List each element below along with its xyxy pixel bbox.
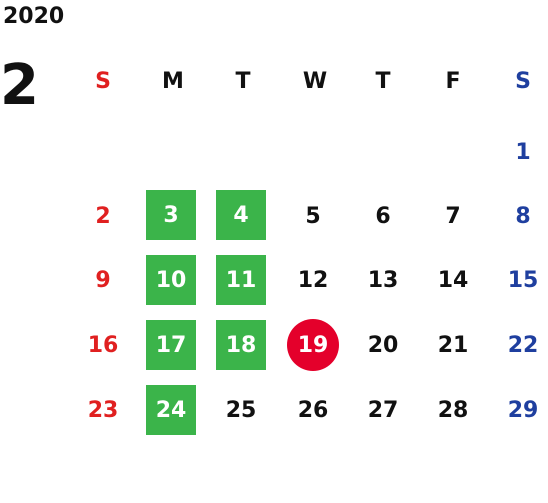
day-cell[interactable]: 5 (305, 203, 321, 229)
day-cell[interactable]: 15 (507, 267, 539, 293)
day-cell[interactable]: 21 (437, 332, 469, 358)
weekday-sunday: S (95, 68, 111, 94)
day-cell-highlighted[interactable]: 11 (216, 255, 266, 305)
day-cell[interactable]: 12 (297, 267, 329, 293)
weekday-thursday: T (375, 68, 391, 94)
day-cell-today[interactable]: 19 (287, 319, 339, 371)
day-cell[interactable]: 28 (437, 397, 469, 423)
day-cell[interactable]: 13 (367, 267, 399, 293)
day-cell[interactable]: 2 (95, 203, 111, 229)
day-cell[interactable]: 25 (225, 397, 257, 423)
day-cell[interactable]: 8 (515, 203, 531, 229)
day-cell-highlighted[interactable]: 18 (216, 320, 266, 370)
year-label: 2020 (3, 4, 65, 29)
day-cell[interactable]: 9 (95, 267, 111, 293)
day-cell[interactable]: 23 (87, 397, 119, 423)
weekday-saturday: S (515, 68, 531, 94)
month-label: 2 (0, 53, 39, 118)
day-cell[interactable]: 14 (437, 267, 469, 293)
day-cell[interactable]: 26 (297, 397, 329, 423)
day-cell[interactable]: 22 (507, 332, 539, 358)
day-cell-highlighted[interactable]: 4 (216, 190, 266, 240)
day-cell-highlighted[interactable]: 17 (146, 320, 196, 370)
day-cell[interactable]: 20 (367, 332, 399, 358)
day-cell-highlighted[interactable]: 10 (146, 255, 196, 305)
weekday-wednesday: W (302, 68, 328, 94)
weekday-tuesday: T (235, 68, 251, 94)
day-cell[interactable]: 29 (507, 397, 539, 423)
day-cell[interactable]: 16 (87, 332, 119, 358)
day-cell[interactable]: 6 (375, 203, 391, 229)
day-cell[interactable]: 27 (367, 397, 399, 423)
day-cell[interactable]: 7 (445, 203, 461, 229)
day-cell-highlighted[interactable]: 24 (146, 385, 196, 435)
day-cell[interactable]: 1 (515, 139, 531, 165)
weekday-friday: F (445, 68, 461, 94)
weekday-monday: M (162, 68, 184, 94)
day-cell-highlighted[interactable]: 3 (146, 190, 196, 240)
